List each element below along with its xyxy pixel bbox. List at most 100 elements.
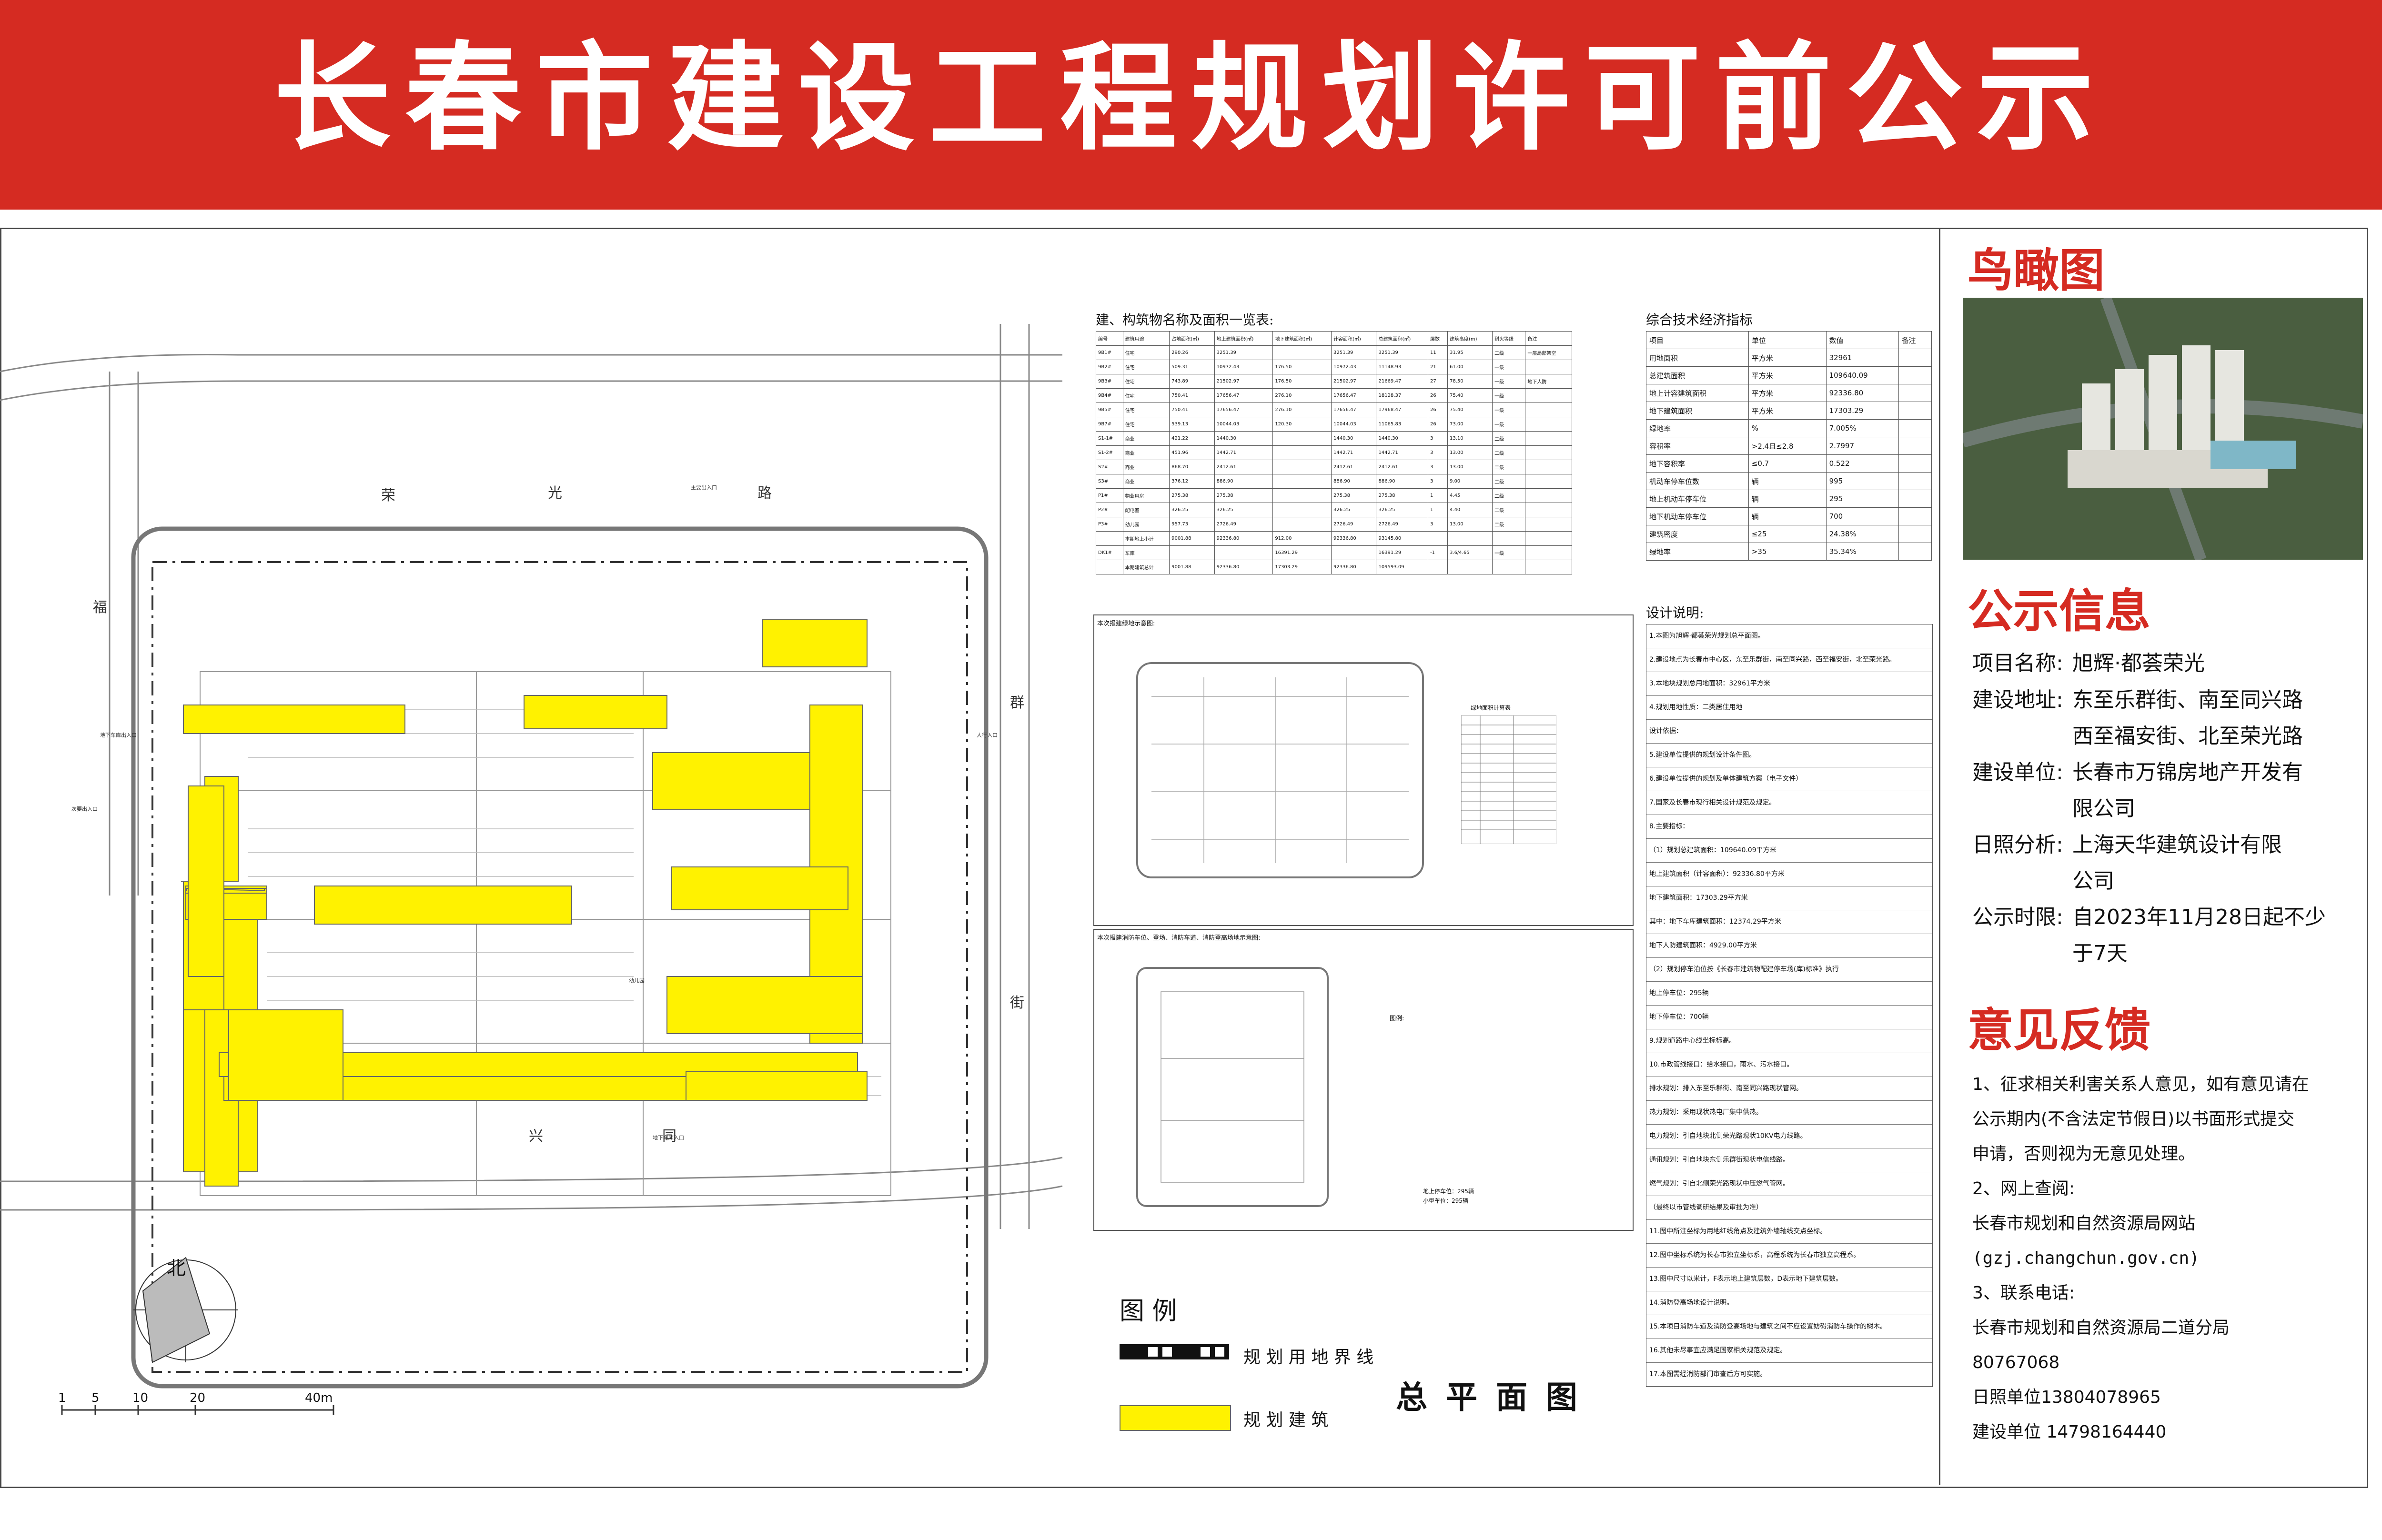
table-cell: 995: [1826, 472, 1899, 490]
table-cell: [1525, 545, 1572, 560]
banner-title: 长春市建设工程规划许可前公示: [274, 29, 2108, 166]
site-plan-drawing: [0, 324, 1063, 1415]
table-cell: 912.00: [1272, 531, 1332, 546]
table-cell: [1898, 349, 1932, 367]
table-cell: 10972.43: [1331, 360, 1377, 374]
table-cell: 总建筑面积: [1646, 366, 1749, 384]
table-cell: 276.10: [1272, 388, 1332, 403]
table-cell: 17656.47: [1214, 403, 1273, 417]
table-cell: 176.50: [1272, 360, 1332, 374]
table-cell: 1440.30: [1376, 431, 1429, 446]
green-table-title: 绿地面积计算表: [1471, 705, 1511, 711]
table-cell: 住宅: [1122, 345, 1170, 360]
feedback-line: 长春市规划和自然资源局网站: [1972, 1214, 2196, 1233]
table-cell: 商业: [1122, 474, 1170, 489]
table-header-cell: 地下建筑面积(㎡): [1272, 331, 1332, 346]
table-cell: 地上机动车停车位: [1646, 490, 1749, 508]
table-cell: 17656.47: [1331, 403, 1377, 417]
table-header-cell: 占地面积(㎡): [1169, 331, 1215, 346]
info-address-label: 建设地址:: [1972, 688, 2063, 712]
info-sun-line2: 公司: [2072, 869, 2114, 893]
table-cell: 物业用房: [1122, 488, 1170, 503]
table-header-cell: 建筑高度(m): [1447, 331, 1493, 346]
legend-boundary-label: 规 划 用 地 界 线: [1243, 1348, 1374, 1367]
table-header-cell: 总建筑面积(㎡): [1376, 331, 1429, 346]
table-cell: 一级: [1492, 388, 1526, 403]
table-header-cell: 耐火等级: [1492, 331, 1526, 346]
table-cell: 10044.03: [1331, 417, 1377, 432]
table-cell: S3#: [1096, 474, 1123, 489]
feedback-phone: 日照单位13804078965: [1972, 1388, 2161, 1407]
feedback-line: 2、网上查阅:: [1972, 1179, 2075, 1198]
design-note-line: 14.消防登高场地设计说明。: [1646, 1291, 1932, 1315]
table-cell: 276.10: [1272, 403, 1332, 417]
table-cell: 一级: [1492, 417, 1526, 432]
legend-building-swatch: [1120, 1405, 1231, 1431]
table-cell: 1440.30: [1214, 431, 1273, 446]
design-note-line: 15.本项目消防车道及消防登高场地与建筑之间不应设置妨碍消防车操作的树木。: [1646, 1315, 1932, 1339]
table-cell: [1525, 560, 1572, 574]
road-label: 同: [662, 1128, 676, 1145]
table-cell: 176.50: [1272, 374, 1332, 389]
table-cell: 17303.29: [1272, 560, 1332, 574]
table-cell: 21502.97: [1331, 374, 1377, 389]
table-cell: 109640.09: [1826, 366, 1899, 384]
table-cell: 1: [1428, 503, 1448, 517]
feedback-website[interactable]: (gzj.changchun.gov.cn): [1972, 1248, 2200, 1268]
table-cell: 2726.49: [1214, 517, 1273, 532]
design-notes-title: 设计说明:: [1646, 605, 1704, 621]
table-cell: 868.70: [1169, 460, 1215, 474]
table-cell: 辆: [1748, 507, 1827, 525]
design-note-line: 地下建筑面积：17303.29平方米: [1646, 886, 1932, 910]
design-note-line: 16.其他未尽事宜应满足国家相关规范及规定。: [1646, 1339, 1932, 1363]
table-cell: 11: [1428, 345, 1448, 360]
table-cell: 3: [1428, 474, 1448, 489]
design-note-line: （1）规划总建筑面积：109640.09平方米: [1646, 839, 1932, 863]
table-cell: 275.38: [1376, 488, 1429, 503]
table-cell: 配电室: [1122, 503, 1170, 517]
table-cell: 73.00: [1447, 417, 1493, 432]
fire-drawing-title: 本次报建消防车位、登场、消防车道、消防登高场地示意图:: [1097, 935, 1261, 942]
table-cell: P1#: [1096, 488, 1123, 503]
table-cell: [1525, 460, 1572, 474]
section-info-heading: 公示信息: [1968, 584, 2150, 638]
table-cell: [1898, 490, 1932, 508]
table-cell: 10044.03: [1214, 417, 1273, 432]
fire-stats: 地上停车位：295辆: [1423, 1188, 1474, 1195]
table-cell: 61.00: [1447, 360, 1493, 374]
table-cell: 二级: [1492, 503, 1526, 517]
table-cell: [1898, 419, 1932, 437]
design-note-line: （最终以市管线调研结果及审批为准）: [1646, 1196, 1932, 1220]
info-period-line2: 于7天: [2072, 941, 2128, 966]
table-cell: 93145.80: [1376, 531, 1429, 546]
table-cell: 539.13: [1169, 417, 1215, 432]
table-cell: 3251.39: [1331, 345, 1377, 360]
table-cell: 750.41: [1169, 388, 1215, 403]
table-cell: 275.38: [1331, 488, 1377, 503]
design-note-line: 13.图中尺寸以米计，F表示地上建筑层数，D表示地下建筑层数。: [1646, 1268, 1932, 1291]
feedback-phone: 80767068: [1972, 1353, 2060, 1372]
table-cell: >35: [1748, 543, 1827, 561]
road-label: 兴: [529, 1128, 543, 1145]
fire-drawing-frame: 本次报建消防车位、登场、消防车道、消防登高场地示意图: 图例: 地上停车位：29…: [1093, 929, 1634, 1231]
table-cell: 商业: [1122, 460, 1170, 474]
table-cell: 住宅: [1122, 360, 1170, 374]
table-cell: 290.26: [1169, 345, 1215, 360]
table-cell: 17656.47: [1214, 388, 1273, 403]
table-cell: [1447, 531, 1493, 546]
design-note-line: 地下人防建筑面积：4929.00平方米: [1646, 934, 1932, 958]
table-cell: 一级: [1492, 374, 1526, 389]
design-note-line: 11.图中所注坐标为用地红线角点及建筑外墙轴线交点坐标。: [1646, 1220, 1932, 1244]
table-cell: 35.34%: [1826, 543, 1899, 561]
